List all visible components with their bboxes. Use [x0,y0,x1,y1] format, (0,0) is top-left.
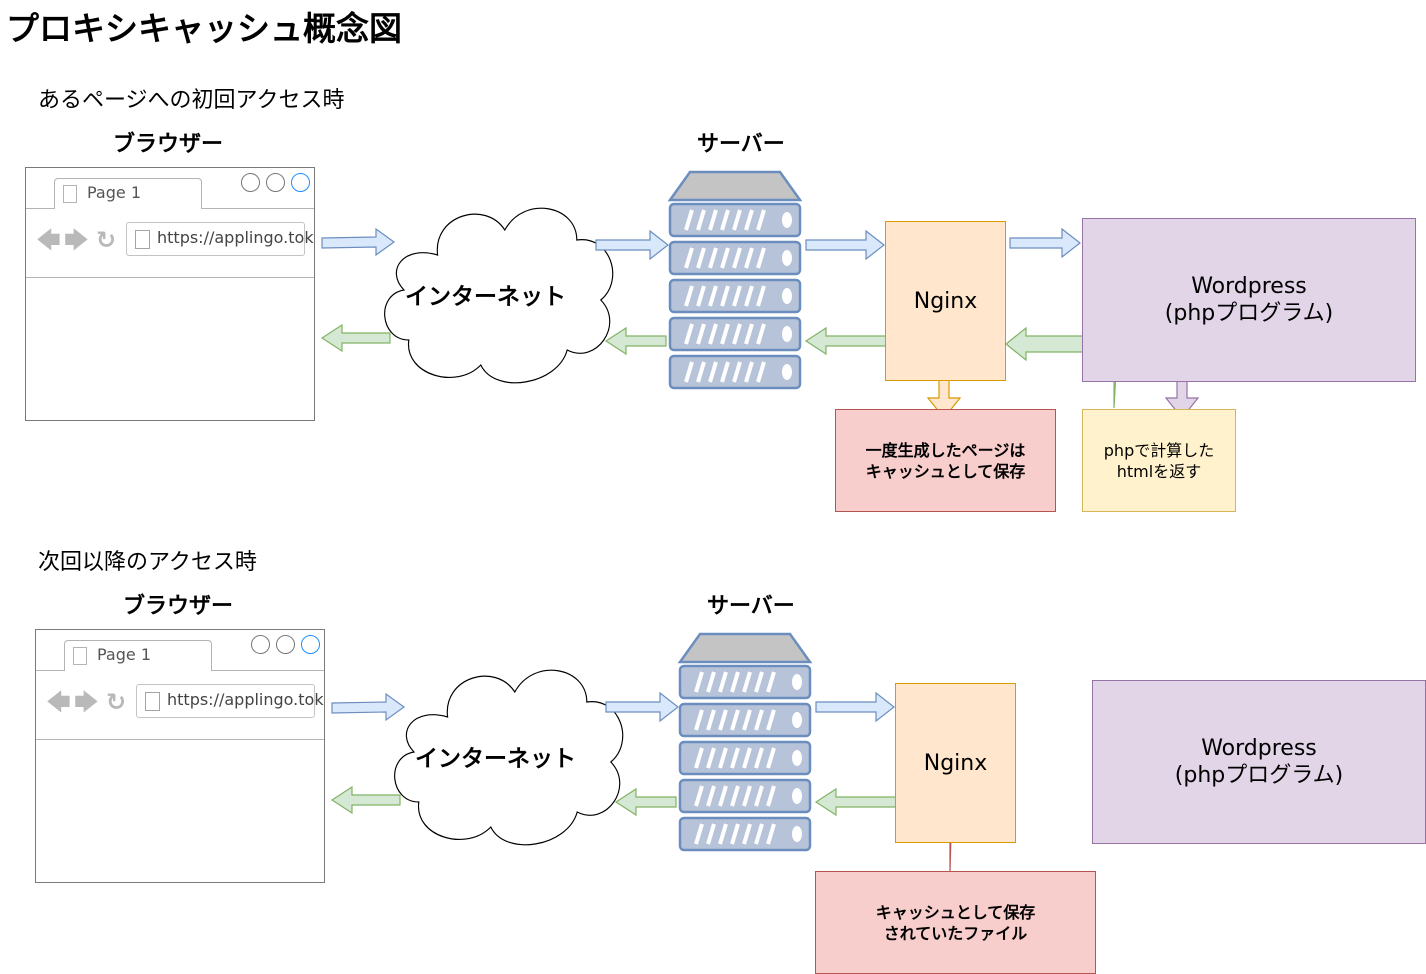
section-1-php-note: phpで計算した htmlを返す [1082,409,1236,512]
window-control-circle[interactable] [251,635,270,654]
section-2-request-arrows [331,691,895,723]
section-1-internet-label: インターネット [405,284,566,310]
forward-arrow-icon[interactable]: 🡆 [64,226,89,254]
section-2-internet-label: インターネット [415,746,576,772]
reload-icon[interactable]: ↻ [96,226,117,254]
toolbar-divider [26,277,314,278]
toolbar-divider [36,739,324,740]
back-arrow-icon[interactable]: 🡄 [46,688,71,716]
page-icon [145,692,160,711]
diagram-title: プロキシキャッシュ概念図 [6,9,402,48]
browser-tab[interactable]: Page 1 [64,640,212,671]
window-control-circle[interactable] [241,173,260,192]
browser-tab[interactable]: Page 1 [54,178,202,209]
url-bar[interactable]: https://applingo.tok [126,222,314,256]
section-1-server-rack-icon [670,172,800,388]
arrow-icon [321,227,396,257]
arrow-icon [330,785,401,815]
section-2-browser-label: ブラウザー [123,594,234,619]
section-1-browser-label: ブラウザー [113,132,224,157]
page-icon [63,185,77,203]
section-1-wordpress-box: Wordpress (phpプログラム) [1082,218,1416,382]
section-1-nginx-box: Nginx [885,221,1006,381]
url-bar[interactable]: https://applingo.tok [136,684,324,718]
arrow-icon [605,691,679,723]
back-arrow-icon[interactable]: 🡄 [36,226,61,254]
arrow-icon [331,692,406,722]
section-2-server-label: サーバー [707,594,795,619]
section-2-browser-window: Page 1 🡄 🡆 ↻ https://applingo.tok [35,629,325,883]
reload-icon[interactable]: ↻ [106,688,127,716]
arrow-icon [805,229,885,261]
window-control-circle-active[interactable] [301,635,320,654]
section-2-wordpress-box: Wordpress (phpプログラム) [1092,680,1426,844]
section-1-cache-note: 一度生成したページは キャッシュとして保存 [835,409,1056,512]
section-2-response-arrows [330,785,897,817]
arrow-icon [815,691,895,723]
arrow-icon [814,787,897,817]
forward-arrow-icon[interactable]: 🡆 [74,688,99,716]
window-control-circle-active[interactable] [291,173,310,192]
section-2-heading: 次回以降のアクセス時 [38,550,257,575]
section-2-nginx-box: Nginx [895,683,1016,843]
section-2-server-rack-icon [680,634,810,850]
section-2-cache-note: キャッシュとして保存 されていたファイル [815,871,1096,974]
arrow-icon [595,229,669,261]
section-1-browser-window: Page 1 🡄 🡆 ↻ https://applingo.tok [25,167,315,421]
section-1-heading: あるページへの初回アクセス時 [38,88,345,113]
url-text: https://applingo.tok [167,690,324,709]
arrow-icon [604,326,667,356]
arrow-icon [1009,227,1081,259]
browser-tab-label: Page 1 [97,645,151,664]
page-icon [73,647,87,665]
arrow-icon [804,326,887,356]
page-icon [135,230,150,249]
section-1-request-arrows [321,227,1081,261]
section-1-server-label: サーバー [697,132,785,157]
window-control-circle[interactable] [266,173,285,192]
url-text: https://applingo.tok [157,228,314,247]
arrow-icon [320,323,391,353]
arrow-icon [614,787,677,817]
window-control-circle[interactable] [276,635,295,654]
browser-tab-label: Page 1 [87,183,141,202]
